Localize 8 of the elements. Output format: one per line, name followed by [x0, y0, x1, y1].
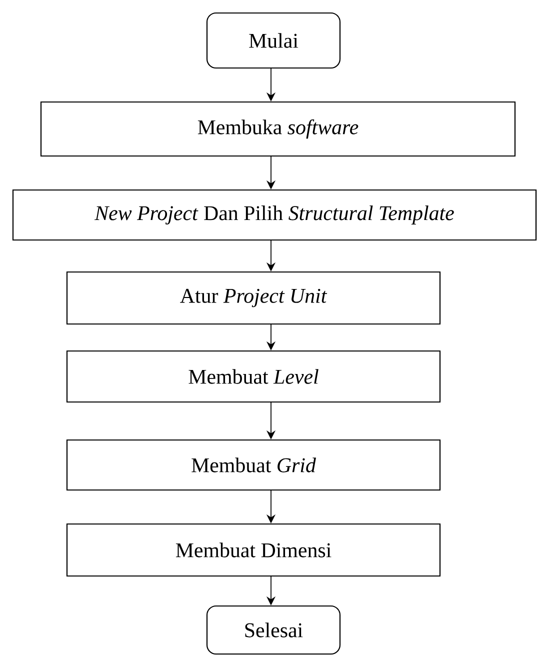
process-box: Membuat Grid [66, 439, 441, 491]
process-box: Atur Project Unit [66, 271, 441, 325]
process-box: Membuat Dimensi [66, 523, 441, 577]
terminal-box: Mulai [206, 12, 341, 69]
process-box: New Project Dan Pilih Structural Template [12, 189, 537, 241]
process-box: Membuka software [40, 101, 516, 157]
process-box: Membuat Level [66, 350, 441, 403]
terminal-box: Selesai [206, 605, 341, 655]
